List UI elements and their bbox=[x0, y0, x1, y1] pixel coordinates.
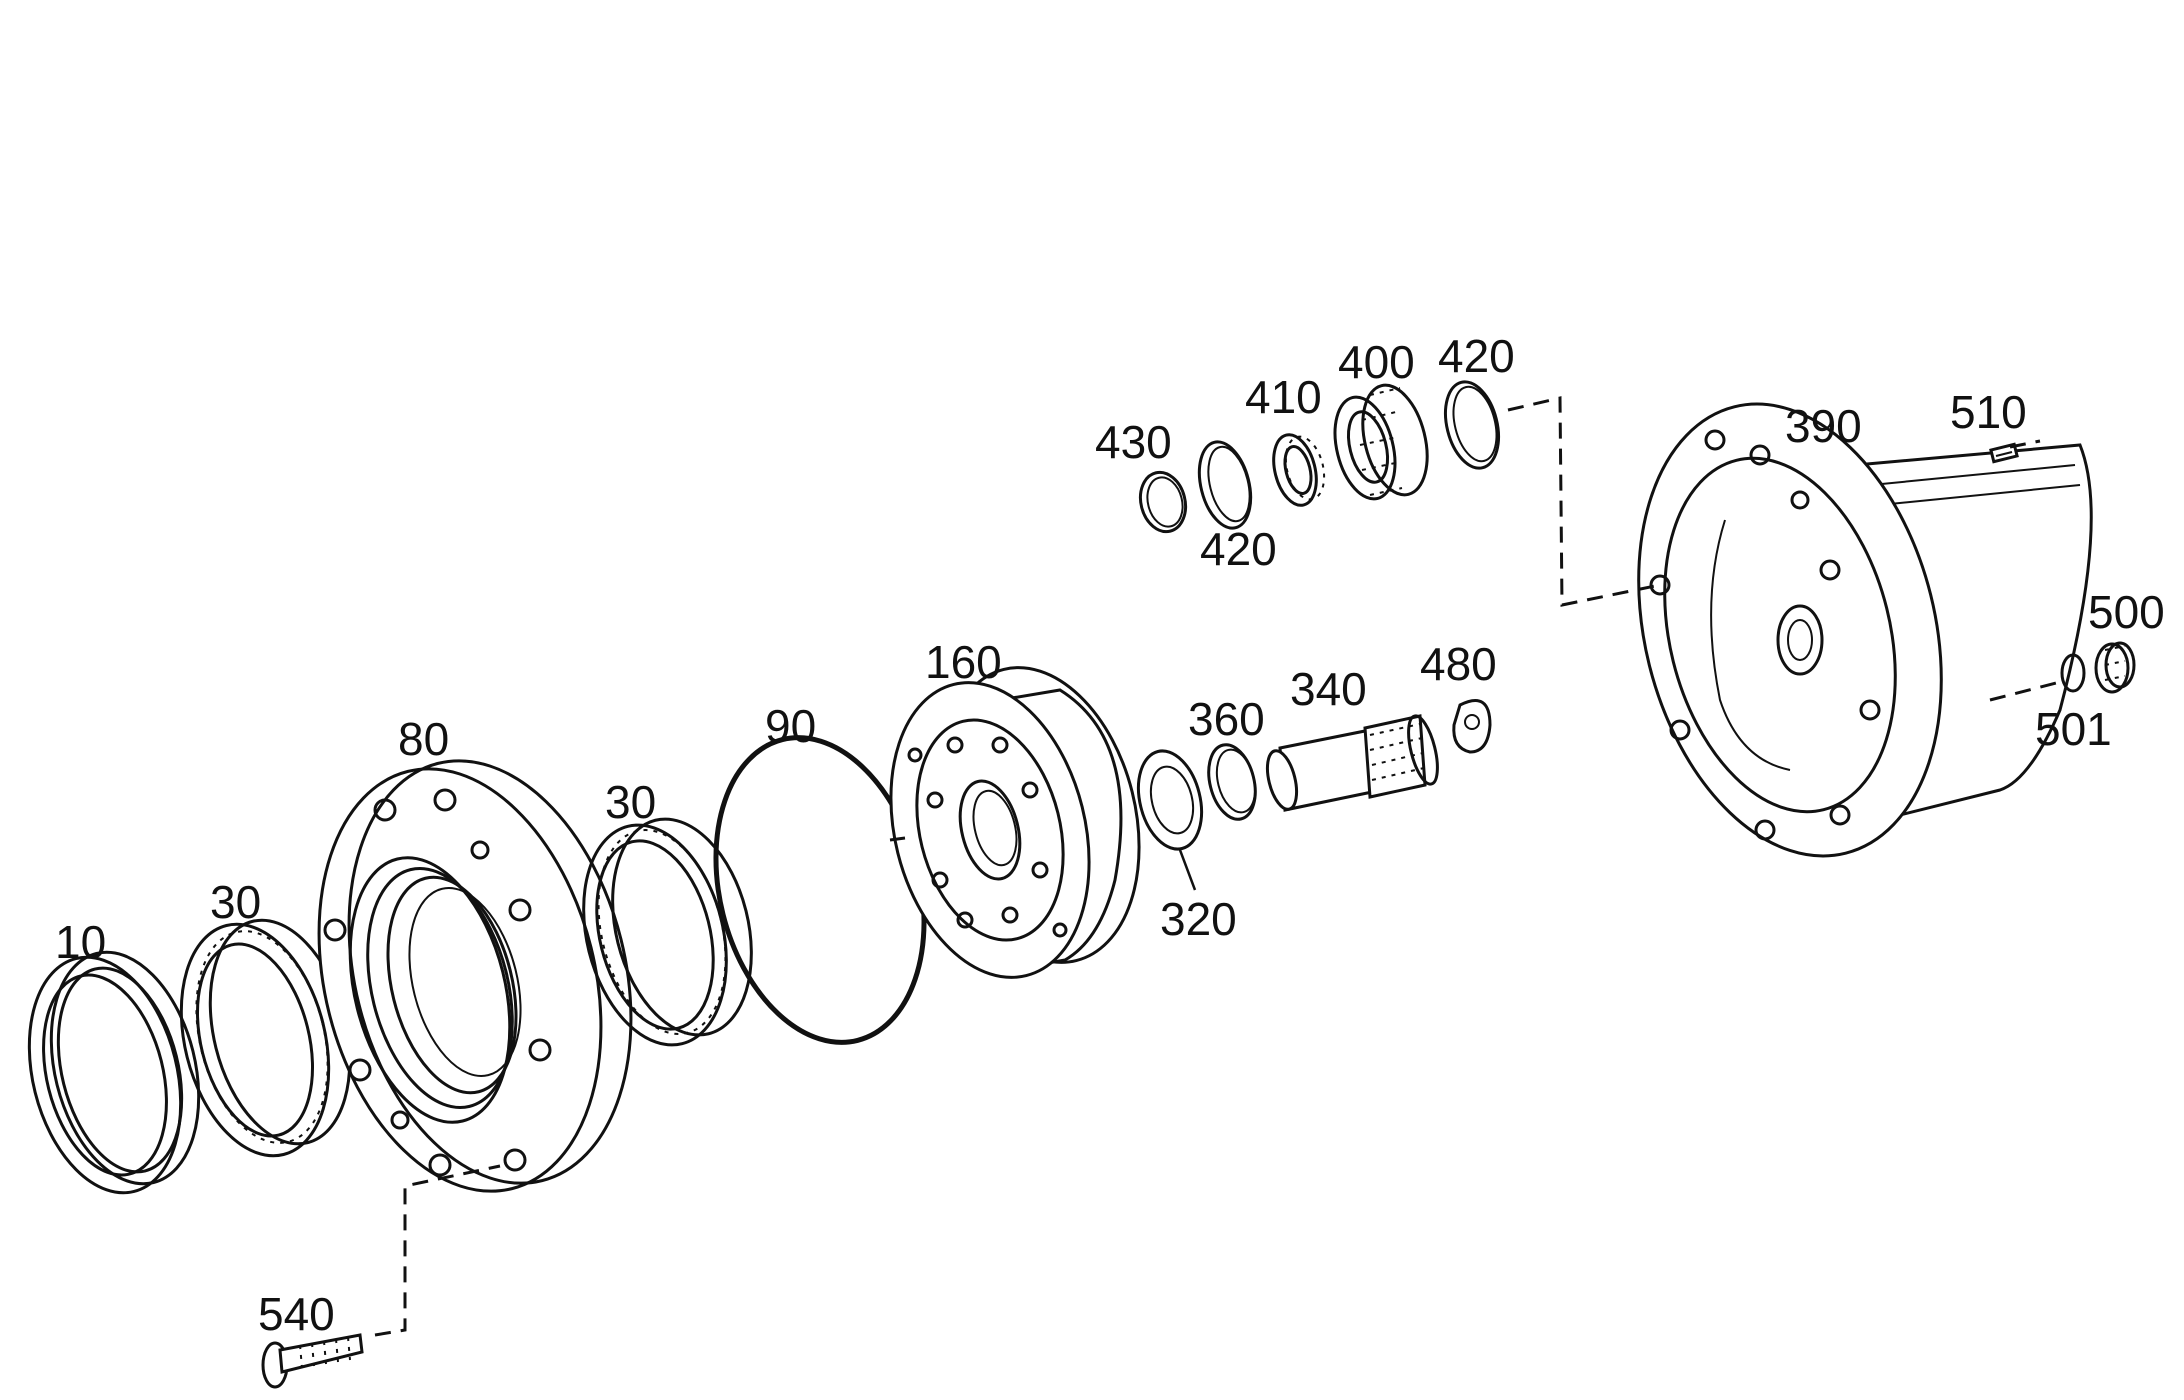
label-410: 410 bbox=[1245, 371, 1322, 423]
part-410-needle-bearing[interactable] bbox=[1267, 430, 1330, 510]
label-540: 540 bbox=[258, 1288, 335, 1340]
part-540-wheel-stud[interactable] bbox=[261, 1333, 364, 1389]
part-510-screw[interactable] bbox=[1989, 442, 2019, 464]
part-30-bearing-middle[interactable] bbox=[562, 804, 773, 1060]
part-10-seal-ring[interactable] bbox=[6, 937, 221, 1209]
label-500: 500 bbox=[2088, 586, 2165, 638]
label-501: 501 bbox=[2035, 703, 2112, 755]
part-340-sun-shaft[interactable] bbox=[1262, 713, 1443, 812]
part-80-flange-housing[interactable] bbox=[277, 731, 673, 1222]
label-420-lower: 420 bbox=[1200, 523, 1277, 575]
label-390: 390 bbox=[1785, 400, 1862, 452]
label-400: 400 bbox=[1338, 336, 1415, 388]
label-320: 320 bbox=[1160, 893, 1237, 945]
label-420-upper: 420 bbox=[1438, 330, 1515, 382]
label-340: 340 bbox=[1290, 663, 1367, 715]
label-510: 510 bbox=[1950, 386, 2027, 438]
label-80: 80 bbox=[398, 713, 449, 765]
label-30-left: 30 bbox=[210, 876, 261, 928]
leader-320 bbox=[1178, 849, 1197, 891]
part-501-o-ring[interactable] bbox=[2060, 653, 2086, 693]
part-480-tab-washer[interactable] bbox=[1452, 699, 1492, 754]
part-160-planet-carrier[interactable] bbox=[862, 646, 1169, 998]
label-160: 160 bbox=[925, 636, 1002, 688]
part-500-plug[interactable] bbox=[2094, 641, 2136, 694]
label-430: 430 bbox=[1095, 416, 1172, 468]
part-420-retaining-ring-upper[interactable] bbox=[1437, 376, 1507, 473]
part-420-retaining-ring-lower[interactable] bbox=[1191, 437, 1259, 534]
label-90: 90 bbox=[765, 700, 816, 752]
label-30-middle: 30 bbox=[605, 776, 656, 828]
assembly-lines bbox=[374, 396, 2061, 1337]
part-430-retaining-ring[interactable] bbox=[1134, 468, 1191, 537]
part-320-thrust-washer[interactable] bbox=[1129, 744, 1211, 856]
label-360: 360 bbox=[1188, 693, 1265, 745]
part-390-housing[interactable] bbox=[1594, 372, 2093, 888]
label-480: 480 bbox=[1420, 638, 1497, 690]
part-400-planet-gear[interactable] bbox=[1325, 378, 1437, 505]
part-360-snap-ring[interactable] bbox=[1201, 740, 1262, 824]
label-10: 10 bbox=[55, 916, 106, 968]
